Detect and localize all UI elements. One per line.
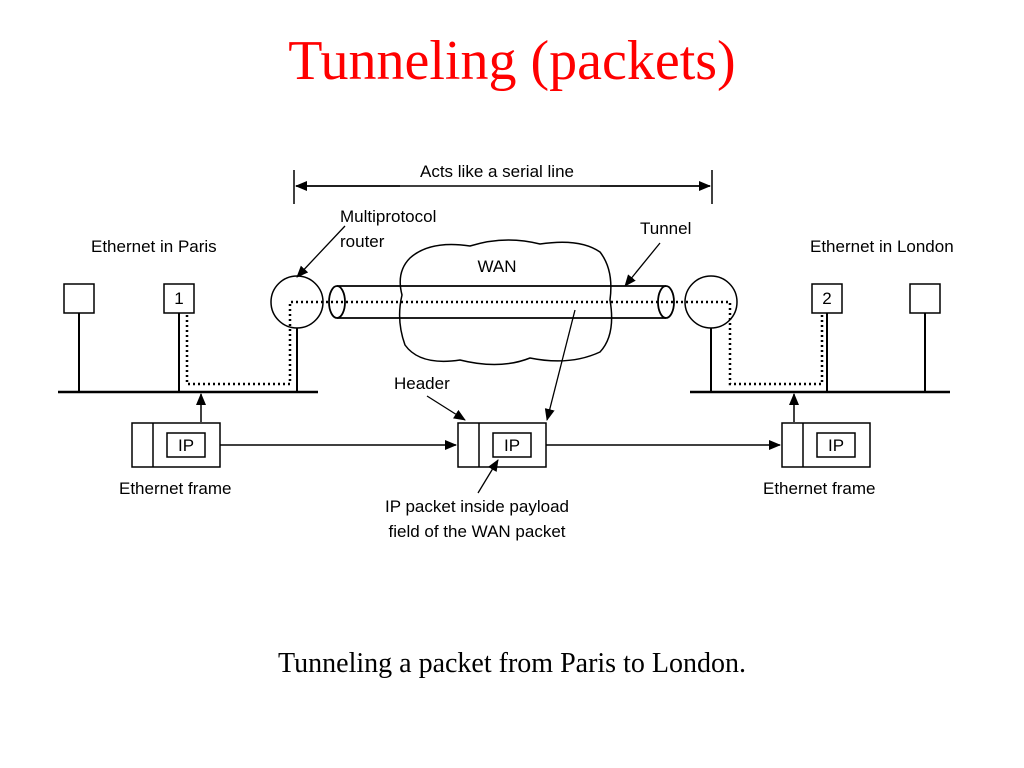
ethernet-london-label: Ethernet in London <box>810 237 954 256</box>
host-paris-number: 1 <box>174 289 183 308</box>
slide-title: Tunneling (packets) <box>288 30 736 92</box>
ethernet-frame-left: IP <box>131 422 221 468</box>
header-pointer-arrow <box>426 395 466 421</box>
wan-packet: IP <box>457 422 547 468</box>
ethernet-frame-label-left: Ethernet frame <box>119 479 231 498</box>
figure-caption: Tunneling a packet from Paris to London. <box>278 648 746 679</box>
serial-line-span: Acts like a serial line <box>293 162 713 204</box>
multiprotocol-label-line2: router <box>340 232 385 251</box>
router-pointer-arrow <box>296 225 346 278</box>
host-london-2 <box>811 283 843 314</box>
wan-label: WAN <box>477 257 516 276</box>
wan-cloud <box>398 239 613 366</box>
host-london-number: 2 <box>822 289 831 308</box>
ethernet-frame-right: IP <box>781 422 871 468</box>
payload-label-line1: IP packet inside payload <box>385 497 569 516</box>
acts-like-label: Acts like a serial line <box>420 162 574 181</box>
host-london-plain <box>909 283 941 314</box>
packet-path <box>185 300 824 386</box>
ip-label-middle: IP <box>504 436 520 455</box>
header-label: Header <box>394 374 450 393</box>
host-paris-plain <box>63 283 95 314</box>
payload-label-line2: field of the WAN packet <box>388 522 565 541</box>
ip-label-left: IP <box>178 436 194 455</box>
payload-pointer-arrow <box>477 459 499 494</box>
ethernet-paris-label: Ethernet in Paris <box>91 237 217 256</box>
tunnel-label: Tunnel <box>640 219 691 238</box>
host-paris-1 <box>163 283 195 314</box>
ethernet-frame-label-right: Ethernet frame <box>763 479 875 498</box>
ip-label-right: IP <box>828 436 844 455</box>
multiprotocol-label-line1: Multiprotocol <box>340 207 436 226</box>
tunnel-to-payload-arrow <box>544 309 576 421</box>
tunnel-pointer-arrow <box>624 242 661 287</box>
